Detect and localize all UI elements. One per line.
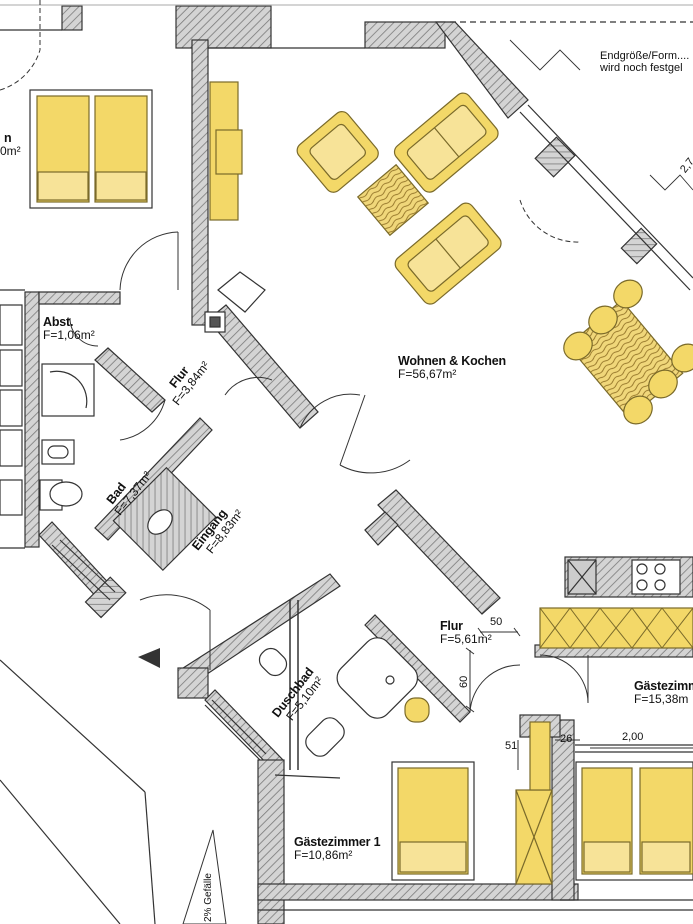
slope-label: 2% Gefälle bbox=[203, 873, 214, 922]
dimension-50: 50 bbox=[490, 616, 503, 628]
room-area: F=1,06m² bbox=[43, 328, 95, 342]
wall-pillar-2 bbox=[620, 227, 658, 265]
entrance-marker bbox=[138, 648, 160, 668]
door-arc-entrance bbox=[139, 594, 211, 611]
room-wohnen: Wohnen & Kochen F=56,67m² bbox=[398, 355, 506, 381]
appliance-2 bbox=[0, 349, 23, 387]
wall-top-right bbox=[364, 21, 446, 49]
sofa-lower bbox=[394, 202, 502, 305]
wall-bad-left bbox=[24, 291, 40, 548]
stair-cabinet bbox=[217, 271, 266, 313]
wall-diag-upper bbox=[434, 21, 529, 119]
wall-diag-flur bbox=[207, 304, 319, 429]
coffee-table bbox=[356, 163, 430, 237]
room-name: n bbox=[4, 131, 12, 145]
dimension-26: 26 bbox=[560, 733, 573, 745]
wall-bad-diag bbox=[94, 347, 166, 413]
room-abst: Abst. F=1,06m² bbox=[43, 316, 95, 342]
dimension-60: 60 bbox=[458, 675, 470, 688]
room-bed-left: n 0m² bbox=[0, 132, 21, 158]
shower-dusch bbox=[336, 637, 419, 719]
doors bbox=[0, 0, 589, 713]
door-arc-living-1 bbox=[299, 393, 361, 429]
room-name: Flur bbox=[440, 619, 463, 633]
wall-vertical-mid bbox=[191, 39, 209, 326]
fixtures bbox=[0, 271, 419, 757]
stove bbox=[404, 697, 430, 723]
room-area: 0m² bbox=[0, 144, 21, 158]
room-gaeste-1: Gästezimmer 1 F=10,86m² bbox=[294, 835, 381, 862]
shower-bad bbox=[41, 363, 95, 417]
room-area: F=15,38m bbox=[634, 692, 689, 706]
note-text: Endgröße/Form.... wird noch festgel bbox=[600, 50, 689, 74]
room-gaeste-2: Gästezimm F=15,38m bbox=[634, 680, 693, 706]
room-area: F=56,67m² bbox=[398, 367, 457, 381]
wall-pillar-4 bbox=[177, 667, 209, 699]
dimension-lines bbox=[465, 627, 693, 770]
wall-pillar-3 bbox=[84, 576, 127, 619]
room-area: F=10,86m² bbox=[294, 848, 353, 862]
sofa-upper bbox=[393, 92, 499, 193]
door-arc-bedroom bbox=[119, 231, 179, 291]
appliance-1 bbox=[0, 304, 23, 346]
basin-dusch bbox=[258, 647, 288, 677]
terrace-marks bbox=[509, 39, 693, 191]
room-name: Gästezimmer 1 bbox=[294, 835, 381, 849]
dimension-200: 2,00 bbox=[622, 731, 644, 743]
room-name: Wohnen & Kochen bbox=[398, 354, 506, 368]
wall-top-left-stub bbox=[61, 5, 83, 31]
wall-g1-right bbox=[551, 719, 575, 901]
dining-chairs bbox=[563, 279, 693, 425]
room-name: Gästezimm bbox=[634, 679, 693, 693]
room-area: F=5,61m² bbox=[440, 632, 492, 646]
wall-g1-bottom bbox=[257, 883, 579, 901]
door-arc-bad bbox=[119, 399, 166, 441]
room-flur-2: Flur F=5,61m² bbox=[440, 620, 492, 646]
door-arc-g2 bbox=[539, 654, 589, 704]
wall-bad-top bbox=[38, 291, 121, 305]
outlines bbox=[0, 4, 693, 924]
wall-pillar-1 bbox=[534, 136, 576, 178]
toilet-dusch bbox=[305, 717, 345, 757]
wall-top-block bbox=[175, 5, 272, 49]
note-line-1: Endgröße/Form.... bbox=[600, 50, 690, 62]
walls bbox=[24, 5, 693, 924]
room-name: Abst. bbox=[43, 315, 74, 329]
door-arc-g1 bbox=[469, 664, 521, 713]
door-arc-living-2 bbox=[339, 459, 411, 474]
wardrobe-g1-small bbox=[529, 721, 551, 791]
furniture bbox=[29, 81, 693, 885]
dining-table bbox=[567, 299, 684, 420]
wall-dusch-left bbox=[204, 689, 284, 771]
wall-stub-1 bbox=[364, 511, 399, 546]
note-line-2: wird noch festgel bbox=[600, 62, 683, 74]
wall-diag-lower bbox=[377, 489, 501, 615]
armchair bbox=[296, 111, 379, 193]
dimension-51: 51 bbox=[505, 740, 518, 752]
slope-arrow bbox=[182, 829, 227, 924]
